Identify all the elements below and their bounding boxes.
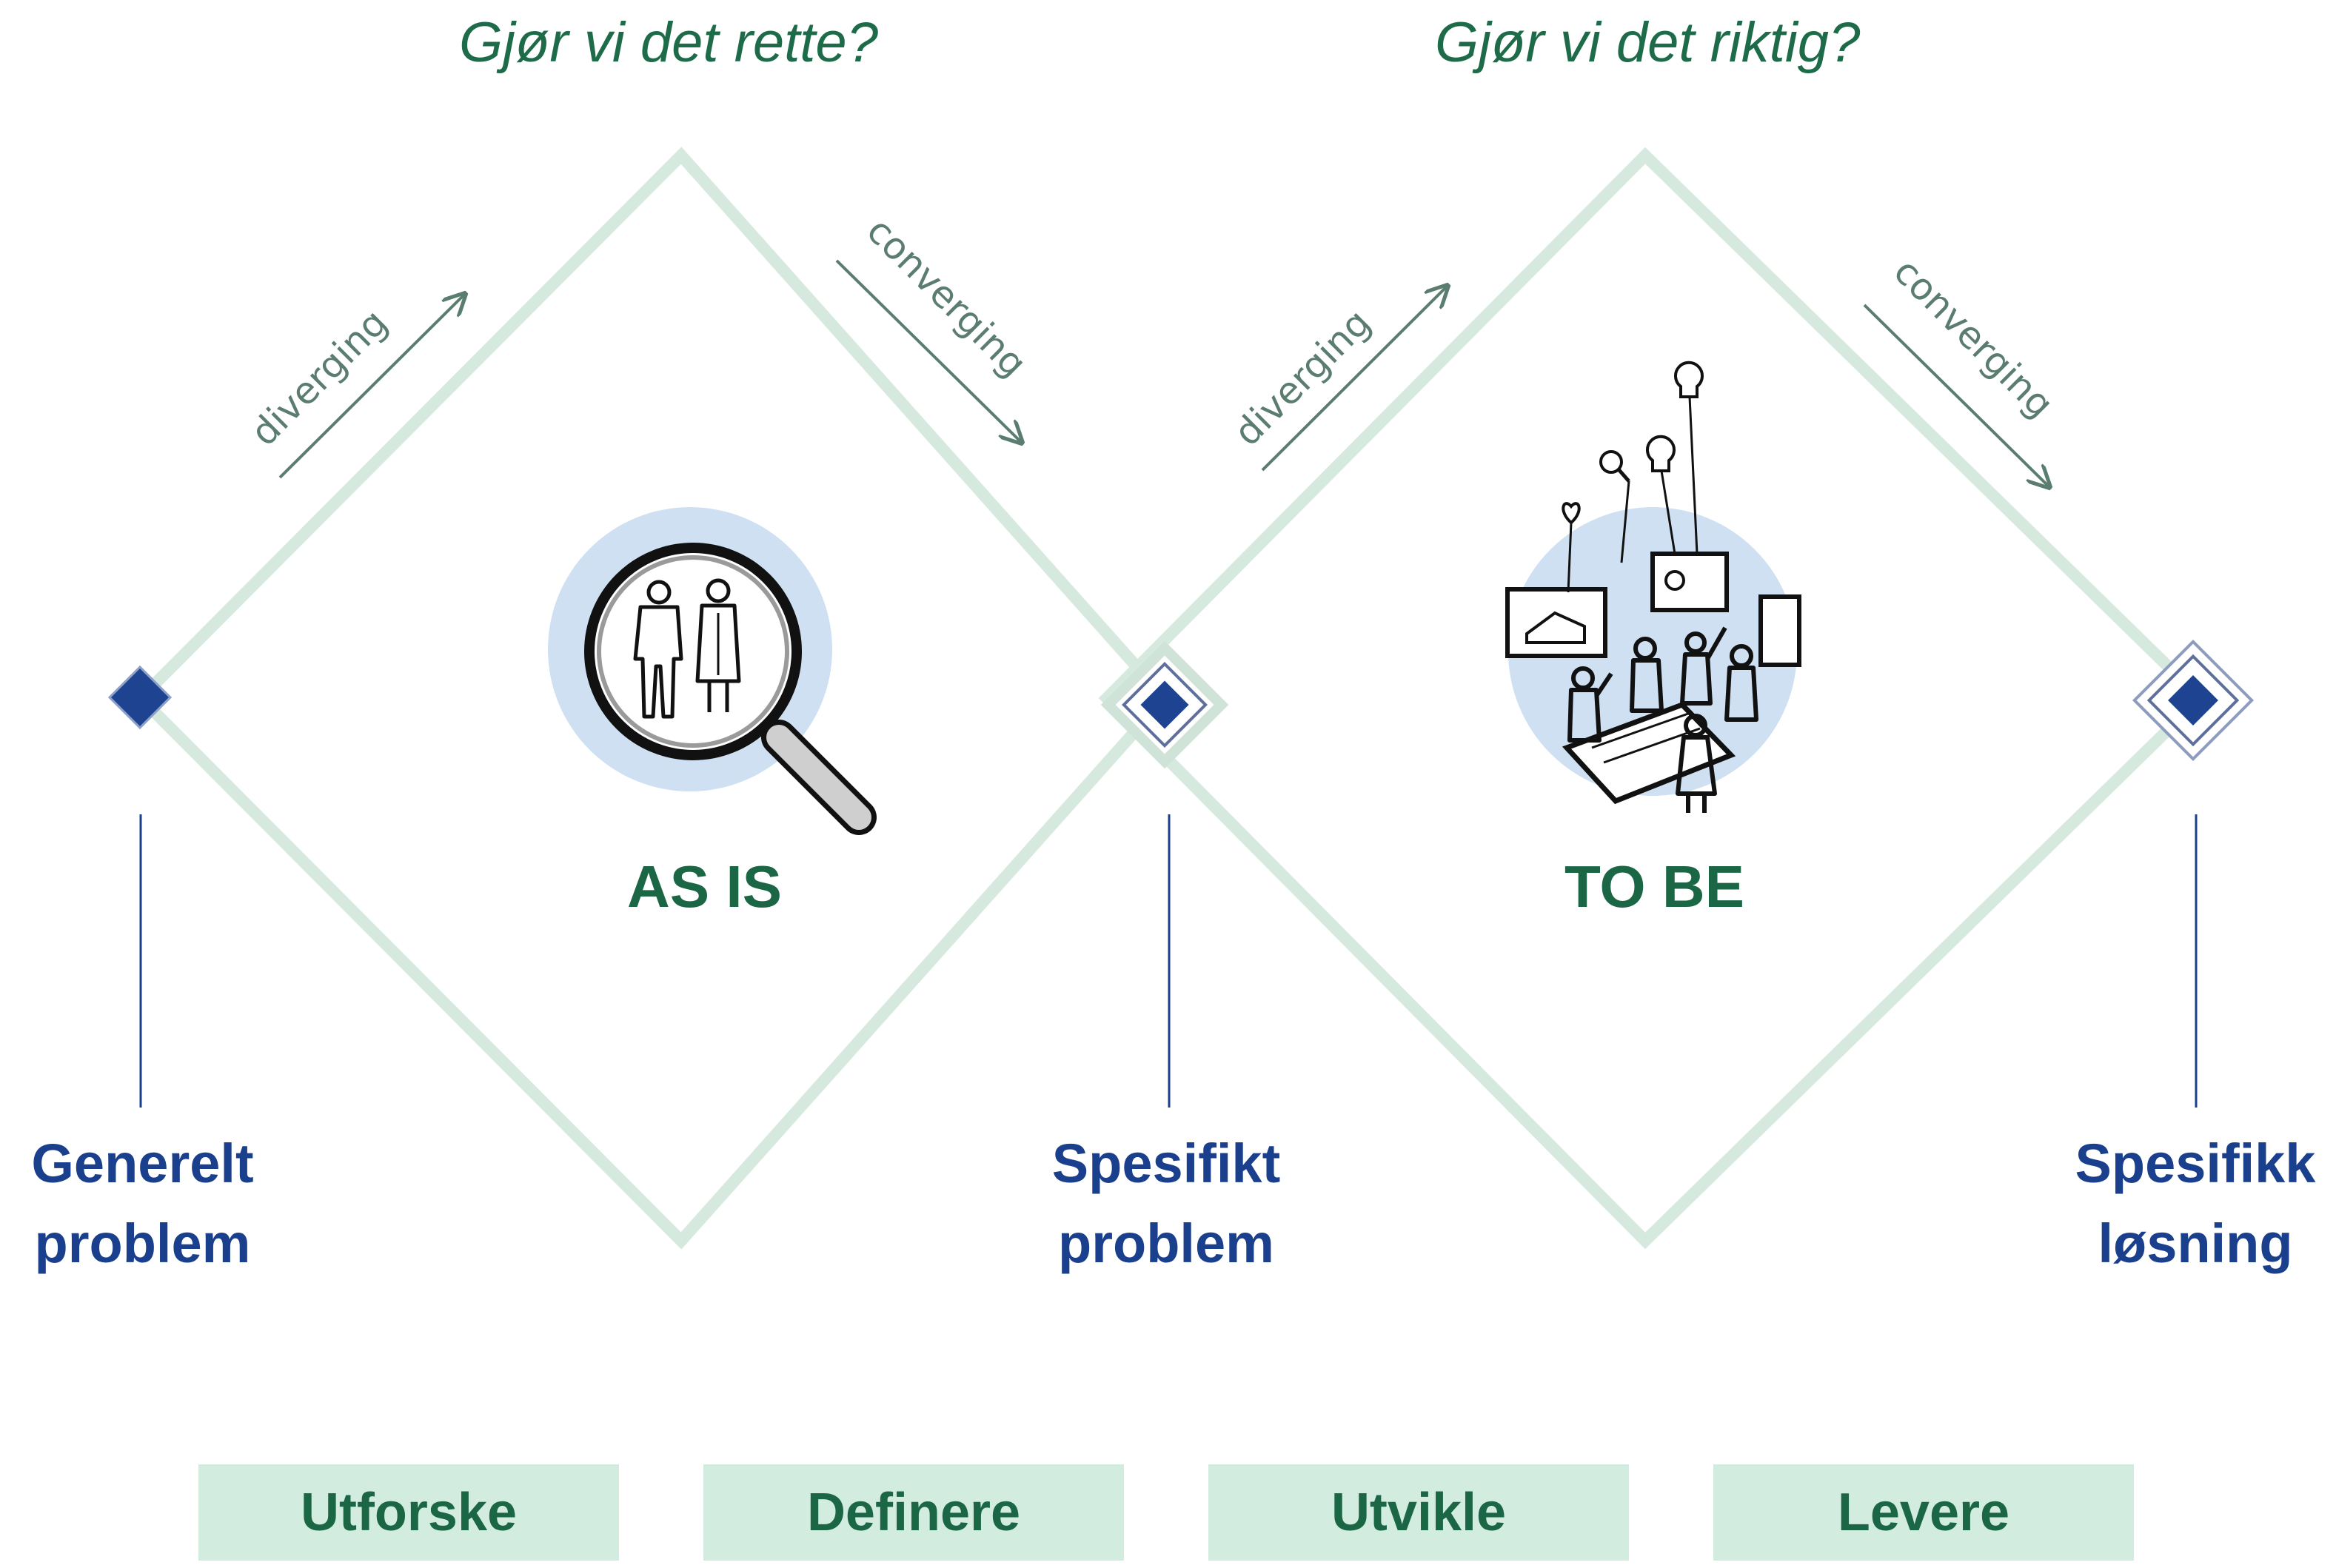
converging-arrow [1863, 304, 2049, 487]
milestone-line: løsning [2098, 1213, 2293, 1274]
stage-definere[interactable]: Definere [703, 1464, 1124, 1561]
milestone-line: Spesifikt [1051, 1133, 1281, 1194]
question-right: Gjør vi det riktig? [1435, 11, 1861, 74]
diverging-arrow [1261, 286, 1448, 472]
end-marker [2132, 639, 2255, 762]
magnifier-people-icon [548, 507, 877, 835]
milestone-line: Spesifikk [2075, 1133, 2316, 1194]
milestone-line: problem [1058, 1213, 1274, 1274]
ideation-sketch-icon [1505, 361, 1801, 813]
question-left: Gjør vi det rette? [459, 11, 878, 74]
stage-utforske[interactable]: Utforske [198, 1464, 619, 1561]
diamond-to-be [1098, 147, 2209, 1250]
diverging-label: diverging [242, 301, 395, 455]
mid-marker [1100, 640, 1229, 769]
start-marker [107, 665, 173, 730]
diamond-as-is [132, 147, 1173, 1250]
phase-label-to-be: TO BE [1564, 854, 1745, 919]
phase-label-as-is: AS IS [627, 854, 782, 919]
converging-label: converging [1886, 249, 2062, 426]
milestone-specific-problem: Spesifikt problem [1029, 1124, 1303, 1284]
converging-arrow [835, 259, 1022, 443]
milestone-line: Generelt [31, 1133, 254, 1194]
stage-levere[interactable]: Levere [1713, 1464, 2134, 1561]
milestone-specific-solution: Spesifikk løsning [2055, 1124, 2336, 1284]
diverging-arrow [278, 294, 465, 479]
milestone-line: problem [34, 1213, 251, 1274]
converging-label: converging [859, 209, 1035, 385]
stage-utvikle[interactable]: Utvikle [1208, 1464, 1629, 1561]
milestone-general-problem: Generelt problem [15, 1124, 270, 1284]
